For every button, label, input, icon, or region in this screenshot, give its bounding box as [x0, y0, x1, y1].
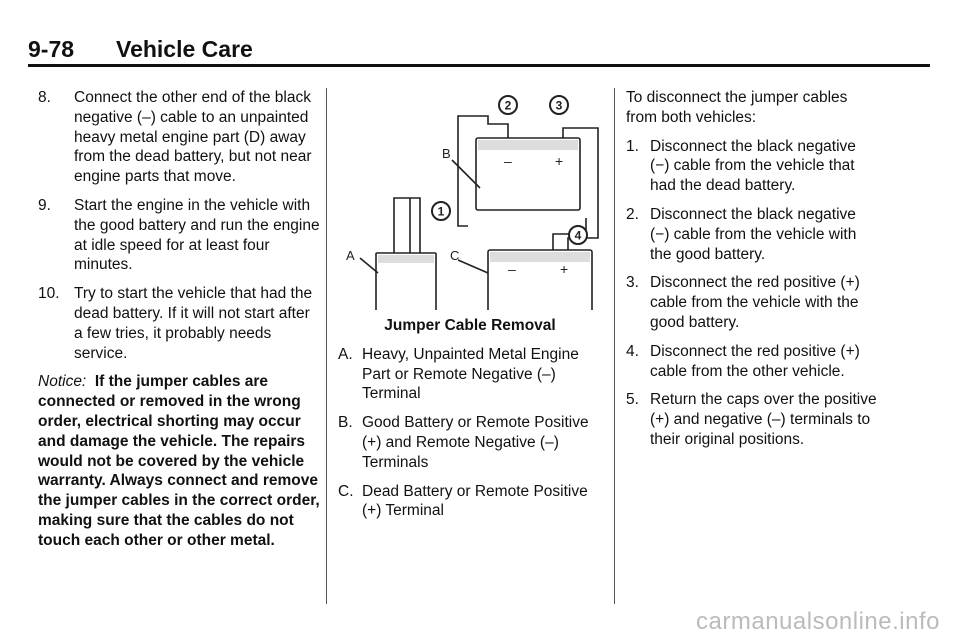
- label-b: B: [442, 146, 451, 161]
- notice-text: If the jumper cables are connected or re…: [38, 373, 320, 549]
- disconnect-step-4: 4.Disconnect the red positive (+) cable …: [626, 342, 860, 380]
- good-plus: +: [555, 153, 563, 169]
- svg-text:2: 2: [505, 99, 512, 113]
- svg-text:1: 1: [438, 205, 445, 219]
- disconnect-step-1: 1.Disconnect the black negative (−) cabl…: [626, 137, 856, 195]
- watermark: carmanualsonline.info: [696, 608, 940, 635]
- dead-battery: [487, 249, 593, 310]
- notice-label: Notice:: [38, 373, 87, 391]
- svg-text:3: 3: [556, 99, 563, 113]
- column-divider-2: [614, 88, 615, 604]
- step-9: 9.Start the engine in the vehicle with t…: [38, 196, 320, 274]
- notice-paragraph: Notice: If the jumper cables are connect…: [38, 372, 320, 550]
- dead-plus: +: [560, 261, 568, 277]
- legend-c: C.Dead Battery or Remote Positive (+) Te…: [338, 482, 588, 520]
- legend-b: B.Good Battery or Remote Positive (+) an…: [338, 414, 589, 471]
- intro-text: To disconnect the jumper cables from bot…: [626, 89, 848, 126]
- step-10: 10.Try to start the vehicle that had the…: [38, 285, 313, 362]
- label-c: C: [450, 248, 459, 263]
- right-column: To disconnect the jumper cables from bot…: [626, 88, 878, 459]
- disconnect-step-2: 2.Disconnect the black negative (−) cabl…: [626, 205, 857, 263]
- left-column: 8.Connect the other end of the black neg…: [38, 88, 320, 551]
- middle-column: – + – + A B C 1 2 3 4 Jumper Cable Remov…: [338, 88, 602, 530]
- engine-part: [375, 252, 437, 310]
- dead-minus: –: [508, 261, 516, 277]
- diagram-caption: Jumper Cable Removal: [384, 317, 556, 334]
- svg-text:4: 4: [575, 229, 582, 243]
- page-number: 9-78: [28, 36, 75, 62]
- good-battery: [475, 137, 581, 211]
- cable-2: [457, 115, 509, 227]
- cable-3: [562, 127, 599, 250]
- jumper-cable-diagram: – + – + A B C 1 2 3 4: [346, 95, 599, 310]
- step-8: 8.Connect the other end of the black neg…: [38, 89, 312, 186]
- label-a: A: [346, 248, 355, 263]
- disconnect-step-5: 5.Return the caps over the positive (+) …: [626, 391, 877, 448]
- section-title: Vehicle Care: [116, 36, 253, 62]
- callout-4: [568, 225, 588, 245]
- disconnect-step-3: 3.Disconnect the red positive (+) cable …: [626, 274, 860, 331]
- legend-a: A.Heavy, Unpainted Metal Engine Part or …: [338, 345, 579, 403]
- callout-2: [498, 95, 518, 115]
- callout-3: [549, 95, 569, 115]
- good-minus: –: [504, 153, 512, 169]
- page-header: 9-78 Vehicle Care: [28, 30, 930, 67]
- callout-1: [431, 201, 451, 221]
- column-divider-1: [326, 88, 327, 604]
- cable-1: [393, 197, 421, 253]
